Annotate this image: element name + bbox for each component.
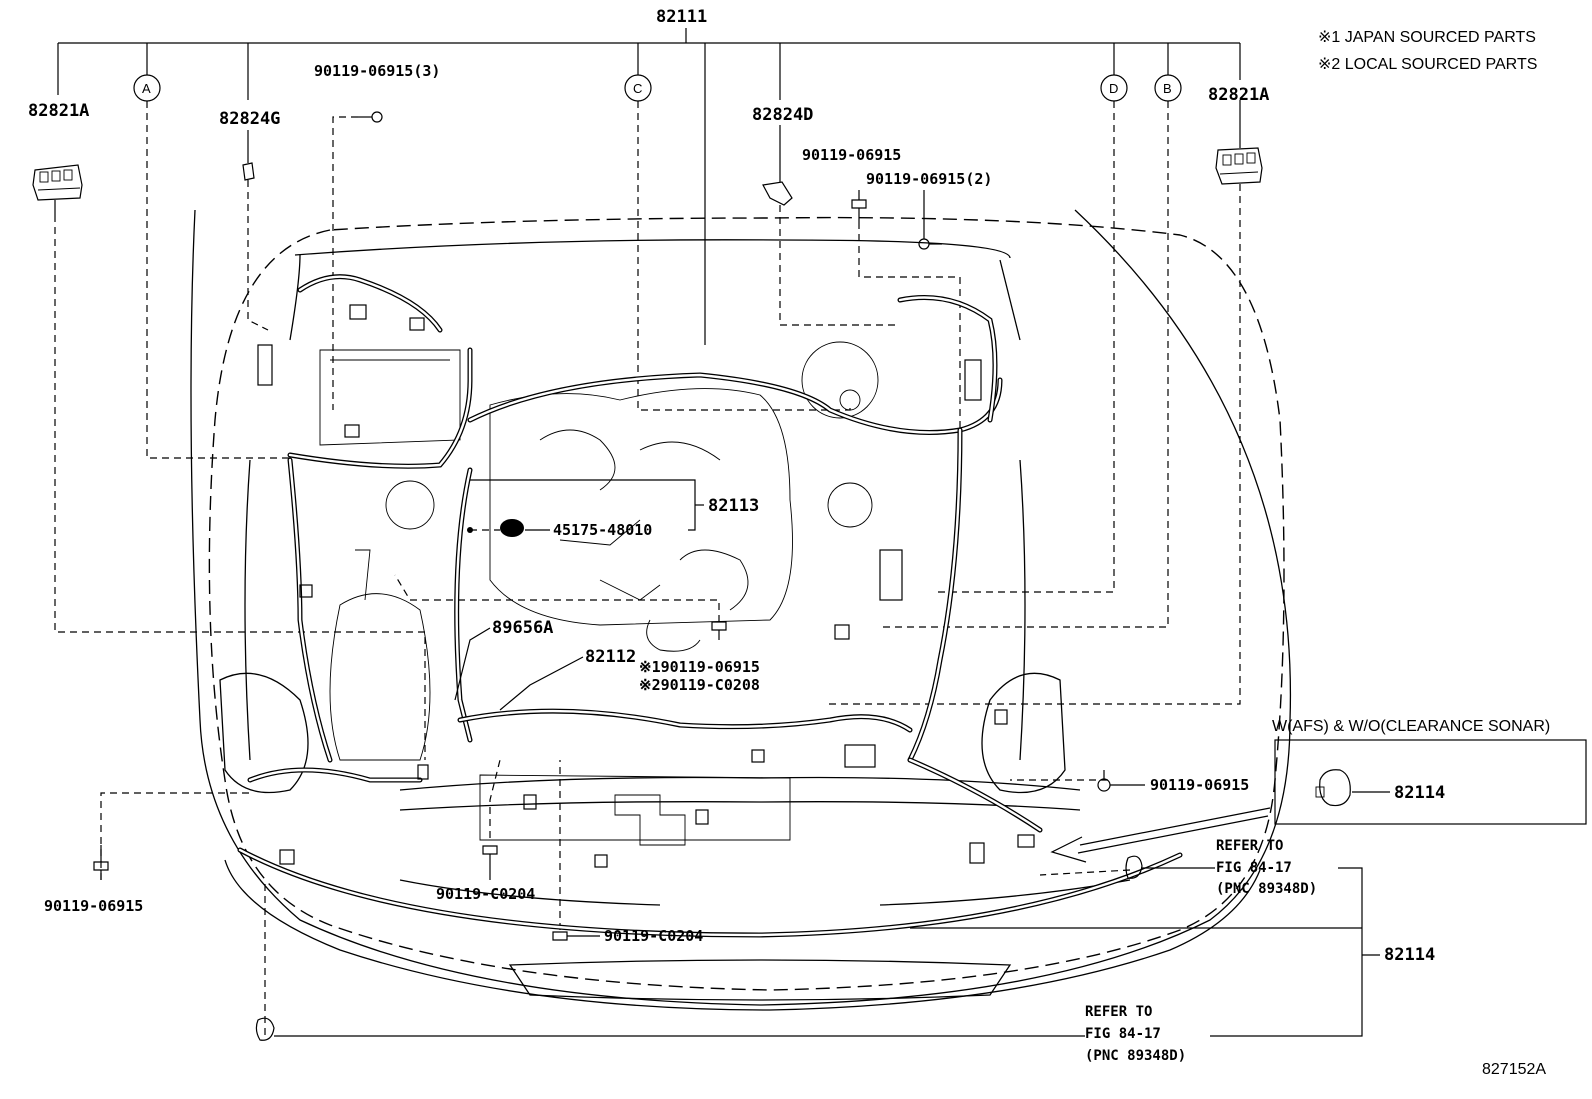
bolt-90119-c0204-b-label: 90119-C0204 xyxy=(604,927,703,945)
part-82821a-left-label: 82821A xyxy=(28,101,89,121)
bolt-icon-c0204-a xyxy=(482,845,498,880)
bolt-icon-top-center xyxy=(851,190,867,222)
leader-lines xyxy=(54,101,1241,1035)
bolt-90119-06915-right-label: 90119-06915 xyxy=(1150,776,1249,794)
svg-text:A: A xyxy=(142,81,151,96)
note-japan-sourced: ※1 JAPAN SOURCED PARTS xyxy=(1318,29,1536,46)
grommet-45175-48010-label: 45175-48010 xyxy=(553,521,652,539)
inset-title: W(AFS) & W/O(CLEARANCE SONAR) xyxy=(1272,718,1550,735)
refer-upper-line3: (PNC 89348D) xyxy=(1216,881,1317,897)
clip-lower-icon xyxy=(255,1017,1085,1041)
marker-a: A xyxy=(133,74,161,102)
refer-upper-line1: REFER TO xyxy=(1216,838,1283,854)
part-82112-label: 82112 xyxy=(585,647,636,667)
bolt-90119-06915-3-label: 90119-06915(3) xyxy=(314,62,440,80)
engine-components xyxy=(319,341,879,846)
relay-block-82821a-right-icon xyxy=(1215,100,1263,185)
refer-lower-line1: REFER TO xyxy=(1085,1004,1152,1020)
bolt-japan-90119-06915-label: ※190119-06915 xyxy=(639,658,760,676)
part-82824g-label: 82824G xyxy=(219,109,280,129)
leader-82113 xyxy=(470,479,704,531)
part-89656a-label: 89656A xyxy=(492,618,553,638)
bolt-icon-top-right xyxy=(918,190,942,250)
bolt-icon-left xyxy=(93,845,109,880)
clip-82824d-icon xyxy=(762,125,793,206)
svg-text:C: C xyxy=(633,81,642,96)
relay-block-82821a-left-icon xyxy=(32,164,83,215)
svg-text:B: B xyxy=(1163,81,1172,96)
marker-c: C xyxy=(624,74,652,102)
bolt-90119-06915-2-label: 90119-06915(2) xyxy=(866,170,992,188)
refer-upper-line2: FIG 84-17 xyxy=(1216,860,1292,876)
part-82111-label: 82111 xyxy=(656,7,707,27)
refer-lower-line2: FIG 84-17 xyxy=(1085,1026,1161,1042)
bolt-90119-06915-left-label: 90119-06915 xyxy=(44,897,143,915)
refer-lower-line3: (PNC 89348D) xyxy=(1085,1048,1186,1064)
part-82113-label: 82113 xyxy=(708,496,759,516)
bolt-local-90119-c0208-label: ※290119-C0208 xyxy=(639,676,760,694)
bolt-90119-c0204-a-label: 90119-C0204 xyxy=(436,885,535,903)
sensor-82114-icon xyxy=(1315,769,1390,807)
svg-text:D: D xyxy=(1109,81,1118,96)
marker-b: B xyxy=(1154,74,1182,102)
leader-82112 xyxy=(499,656,584,711)
note-local-sourced: ※2 LOCAL SOURCED PARTS xyxy=(1318,56,1537,73)
inset-box xyxy=(1274,739,1587,825)
part-82114-main-label: 82114 xyxy=(1384,945,1435,965)
pointer-arrow xyxy=(1050,807,1271,863)
leader-89656a xyxy=(454,627,491,701)
bolt-icon-right xyxy=(1097,770,1145,792)
bolt-icon-c0204-b xyxy=(552,931,600,941)
car-body-outline xyxy=(190,209,1292,1011)
bolt-90119-06915-top-label: 90119-06915 xyxy=(802,146,901,164)
part-82824d-label: 82824D xyxy=(752,105,813,125)
wire-harness xyxy=(237,274,1183,938)
marker-d: D xyxy=(1100,74,1128,102)
part-82824g-icon xyxy=(242,130,255,181)
bolt-icon-top-left xyxy=(358,111,383,123)
clip-upper-icon xyxy=(1125,855,1215,879)
part-82114-inset-label: 82114 xyxy=(1394,783,1445,803)
figure-number: 827152A xyxy=(1482,1061,1546,1078)
bracket-82111 xyxy=(57,28,1241,345)
part-82821a-right-label: 82821A xyxy=(1208,85,1269,105)
bolt-icon-center xyxy=(646,619,727,652)
bracket-82114-main xyxy=(910,867,1380,1037)
